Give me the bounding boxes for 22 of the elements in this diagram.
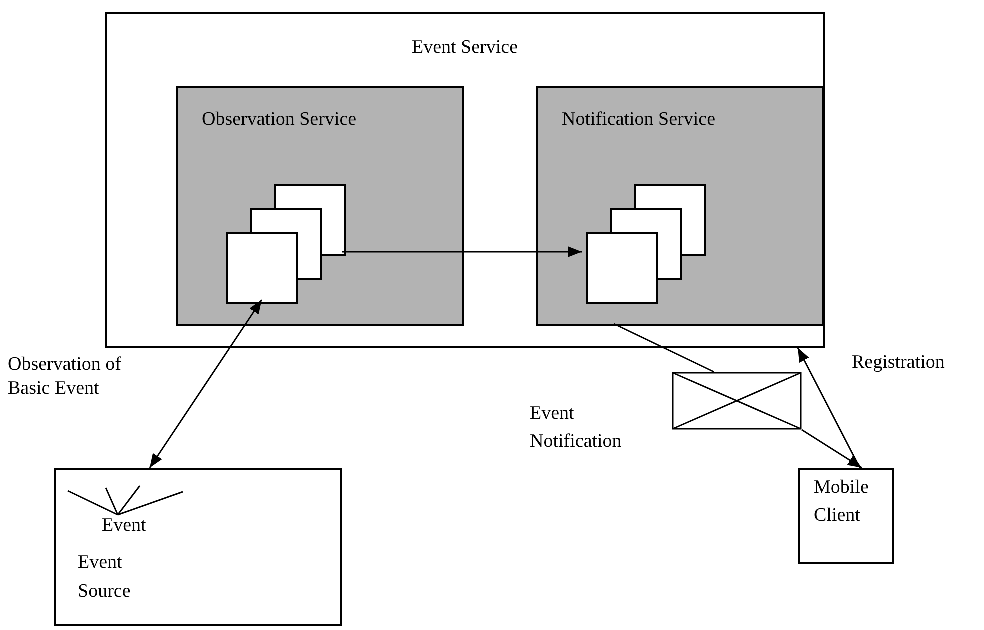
heading: Observation Service xyxy=(202,108,357,132)
arrow xyxy=(149,300,263,468)
service-container xyxy=(105,12,825,348)
arrow xyxy=(342,246,582,258)
source-box xyxy=(54,468,342,626)
stacked-cards-drawing xyxy=(226,184,346,304)
node-label: Event xyxy=(102,514,146,538)
edge-label: Registration xyxy=(852,351,945,375)
connector-line xyxy=(614,323,714,373)
node-label: Mobile Client xyxy=(814,476,870,528)
node-label: Event Source xyxy=(78,551,132,604)
edge-label: Observation of Basic Event xyxy=(8,353,122,401)
arrow xyxy=(797,348,861,468)
service-panel xyxy=(536,86,824,326)
envelope-icon xyxy=(672,372,802,430)
client-box xyxy=(798,468,894,564)
node-caption: Event Notification xyxy=(530,402,623,454)
arrow xyxy=(802,429,862,469)
service-panel xyxy=(176,86,464,326)
stacked-cards-drawing xyxy=(586,184,706,304)
heading: Notification Service xyxy=(562,108,716,132)
heading: Event Service xyxy=(410,36,520,60)
